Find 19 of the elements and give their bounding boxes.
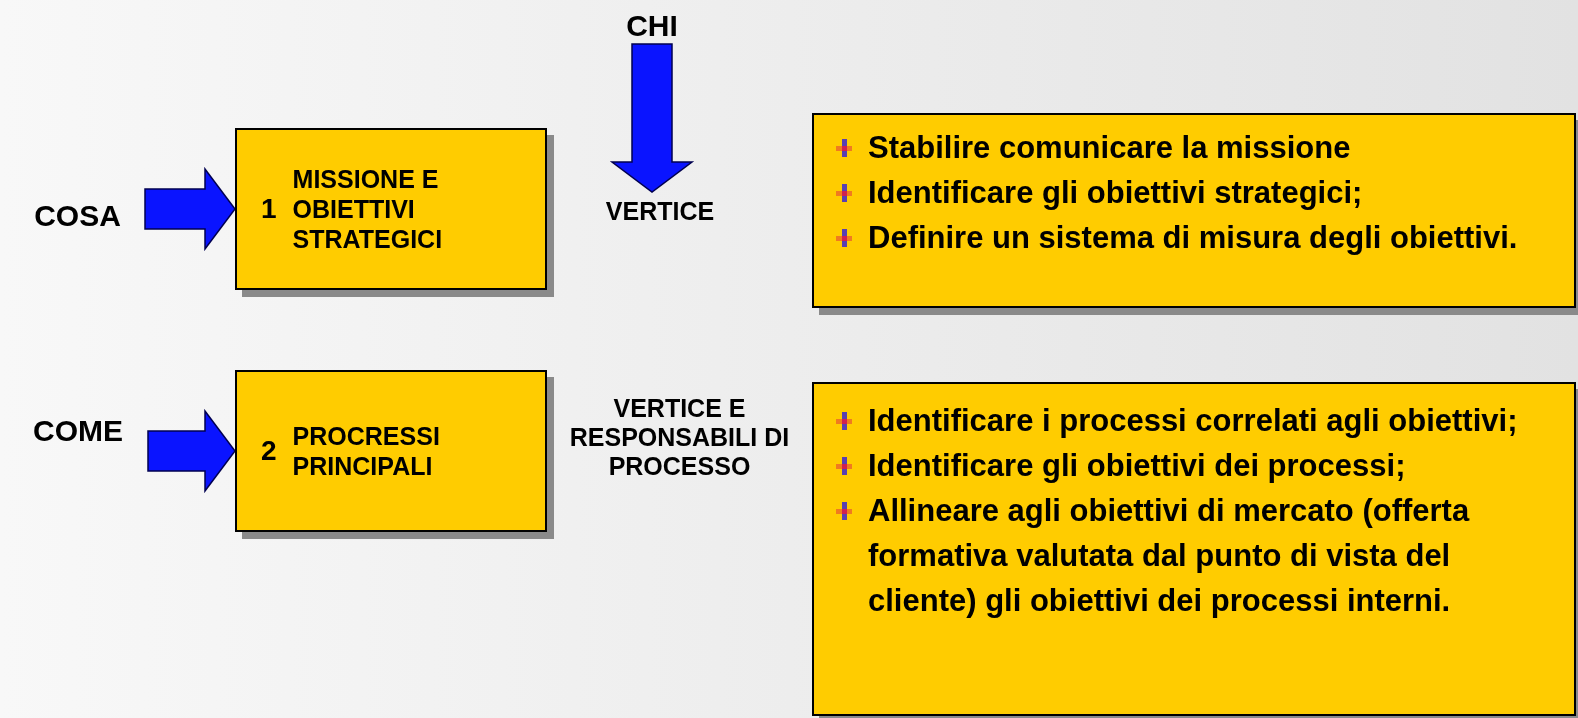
label-text: COSA: [10, 195, 145, 237]
step-number: 2: [261, 435, 277, 467]
block-arrow: [147, 408, 236, 494]
task-text: Identificare gli obiettivi dei processi;: [868, 447, 1406, 485]
task-text: Identificare gli obiettivi strategici;: [868, 174, 1363, 212]
label-text: VERTICE E RESPONSABILI DI PROCESSO: [562, 380, 797, 495]
task-text: Allineare agli obiettivi di mercato (offerta formativa valutata dal punto di vista del cliente) gli obiettivi dei processi interni.: [868, 492, 1471, 620]
task-list-box: [812, 382, 1576, 716]
block-arrow: [609, 43, 695, 193]
step-number: 1: [261, 193, 277, 225]
step-title: MISSIONE E OBIETTIVI STRATEGICI: [292, 164, 444, 254]
label-text: VERTICE: [570, 192, 750, 230]
label-text: COME: [8, 410, 148, 452]
block-arrow: [144, 166, 236, 252]
label-text: CHI: [600, 8, 704, 44]
task-text: Stabilire comunicare la missione: [868, 129, 1351, 167]
task-text: Identificare i processi correlati agli obiettivi;: [868, 402, 1518, 440]
step-title: PROCRESSI PRINCIPALI: [292, 421, 441, 481]
task-text: Definire un sistema di misura degli obiettivi.: [868, 219, 1518, 257]
